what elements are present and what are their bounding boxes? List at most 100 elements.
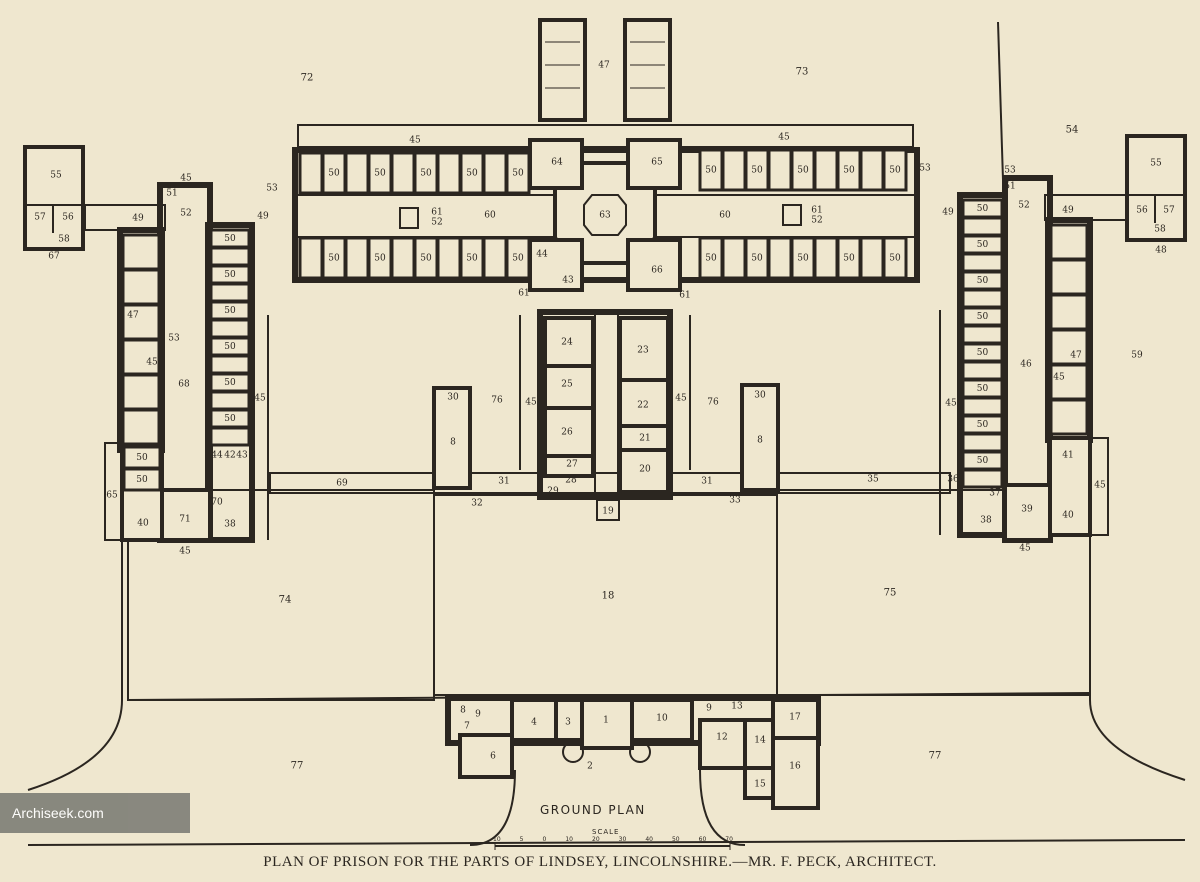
scale-tick: 50 [671,836,680,843]
label-61-br: 61 [679,291,690,301]
cell [390,151,416,195]
room-39 [1003,483,1052,542]
watermark-text: Archiseek.com [12,805,104,821]
label-3: 3 [565,718,571,728]
label-24: 24 [561,338,573,348]
cell-label-50: 50 [977,204,989,214]
label-46: 46 [1020,360,1032,370]
cell [436,151,462,195]
label-57-left: 57 [34,213,46,223]
cell [767,236,793,280]
corridor-45-top [297,124,914,148]
room-16 [771,736,820,810]
wing-47 [538,18,672,122]
left-wing-cells-block [205,222,255,543]
right-wing [957,134,1187,543]
label-73: 73 [796,67,809,78]
label-13: 13 [731,702,743,712]
boundary-wall-right [1089,535,1186,781]
room-6 [458,733,514,779]
label-52-lw: 52 [180,209,191,219]
central-wing [292,138,920,292]
cell [882,148,908,192]
label-25: 25 [561,380,573,390]
enclosure-walls [27,21,1186,846]
room-4 [510,698,558,742]
label-72: 72 [301,73,314,84]
label-37: 37 [989,489,1001,499]
cell [390,236,416,280]
label-1: 1 [603,716,609,726]
right-wing-rooms [1048,436,1092,537]
label-49-right: 49 [1062,206,1074,216]
cell [767,148,793,192]
cell [961,360,1004,381]
label-49-mid-right: 49 [942,208,954,218]
label-57-right: 57 [1163,206,1175,216]
label-63: 63 [599,211,611,221]
gatehouse [445,695,821,810]
label-9-right: 9 [706,704,712,714]
label-68: 68 [178,380,190,390]
central-wing-outline [292,147,920,283]
cell-label-50: 50 [224,234,236,244]
cell-label-50: 50 [420,254,432,264]
room-20 [618,448,670,494]
cell-label-50: 50 [224,414,236,424]
label-53-left: 53 [266,184,278,194]
left-block-55 [23,145,85,251]
cell-label-50: 50 [374,254,386,264]
cell [813,236,839,280]
label-15: 15 [754,780,766,790]
boundary-wall-front [27,839,1186,846]
label-38: 38 [224,520,236,530]
label-31-left: 31 [498,477,509,487]
label-51-left: 51 [166,189,177,199]
scale-tick: 5 [519,836,524,843]
figure-caption: PLAN OF PRISON FOR THE PARTS OF LINDSEY,… [263,854,937,870]
cell-label-50: 50 [328,169,340,179]
cell-label-50: 50 [224,270,236,280]
label-44: 44 [536,250,548,260]
label-40-right: 40 [1062,511,1074,521]
cell [1049,398,1089,436]
room-10 [630,698,694,742]
label-45-right-side: 45 [1094,481,1106,491]
label-60-left: 60 [484,211,496,221]
label-45-top-right: 45 [778,133,790,143]
cell [882,236,908,280]
corridor-69 [269,472,951,494]
label-8-left: 8 [450,438,456,448]
label-45-cl: 45 [525,398,537,408]
cell [121,233,161,271]
label-58-left: 58 [58,235,70,245]
scale-tick: 40 [645,836,653,843]
label-70: 70 [211,498,223,508]
label-77-right: 77 [929,751,942,762]
label-48: 48 [1155,246,1167,256]
label-36: 36 [947,475,959,485]
cell [121,373,161,411]
entrance-curve-left [469,769,516,846]
right-wing-cells-block [957,192,1008,538]
cell [121,303,161,341]
label-56-right: 56 [1136,206,1148,216]
label-22: 22 [637,401,648,411]
label-35: 35 [867,475,879,485]
cell [1049,293,1089,331]
label-32: 32 [471,499,482,509]
label-18: 18 [602,591,615,602]
cell-label-50: 50 [977,312,989,322]
stair-right [782,204,802,226]
left-wing-68 [157,182,213,543]
label-61-right: 61 [811,206,822,216]
label-74: 74 [279,595,292,606]
cell [1049,363,1089,401]
label-65-left: 65 [106,491,118,501]
label-66: 66 [651,266,663,276]
cell-label-50: 50 [224,342,236,352]
cell [961,324,1004,345]
label-45-lw-bottom: 45 [179,547,191,557]
label-76-left: 76 [491,396,503,406]
